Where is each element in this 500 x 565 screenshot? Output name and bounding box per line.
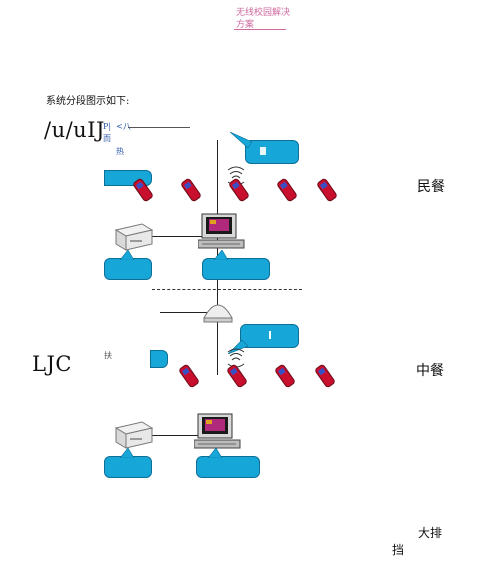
header-underline xyxy=(234,29,286,30)
router-link xyxy=(160,312,210,313)
ocr-fragment-mid-small: 扶 xyxy=(104,351,112,360)
printer-label-bubble xyxy=(104,456,152,478)
computer-label-bubble xyxy=(196,456,260,478)
bubble-pointer xyxy=(228,340,248,354)
bubble-pointer xyxy=(119,250,135,260)
handheld-terminal-icon xyxy=(276,178,297,202)
computer-icon xyxy=(197,212,246,254)
handheld-terminal-icon xyxy=(178,364,199,388)
router-icon xyxy=(202,298,234,328)
handheld-terminal-icon xyxy=(314,364,335,388)
ocr-fragment-top: /u/uIJ xyxy=(44,118,105,142)
handheld-terminal-icon xyxy=(274,364,295,388)
bubble-pointer xyxy=(213,250,229,260)
bubble-pointer xyxy=(119,448,135,458)
header-title: 无线校园解决 方案 xyxy=(236,7,290,31)
top-rule xyxy=(128,127,190,128)
bubble-pointer xyxy=(207,448,223,458)
computer-icon xyxy=(193,412,242,454)
handheld-terminal-icon xyxy=(180,178,201,202)
section-label-dinner-2: 挡 xyxy=(392,543,405,557)
handheld-terminal-icon xyxy=(226,364,247,388)
section-divider xyxy=(152,289,302,290)
printer-icon xyxy=(112,220,154,256)
printer-label-bubble xyxy=(104,258,152,280)
access-point-bubble-mid xyxy=(240,324,299,348)
ocr-fragment-small-3: 热 xyxy=(116,147,124,156)
printer-link-bottom xyxy=(152,435,210,436)
handheld-terminal-icon xyxy=(132,178,153,202)
ocr-fragment-mid: LJC xyxy=(32,352,72,376)
header-title-line1: 无线校园解决 xyxy=(236,8,291,18)
bubble-pointer-top xyxy=(230,132,252,148)
computer-label-bubble xyxy=(202,258,270,280)
header-title-line2: 方案 xyxy=(236,20,255,30)
intro-text: 系统分段图示如下: xyxy=(46,96,130,107)
ocr-fragment-small-2: 而 xyxy=(103,134,111,143)
handheld-terminal-icon xyxy=(316,178,337,202)
handheld-terminal-icon xyxy=(228,178,249,202)
ocr-fragment-small-1: P| <八 xyxy=(103,122,131,131)
section-label-lunch: 中餐 xyxy=(416,363,444,379)
handheld-bubble-mid xyxy=(150,350,168,368)
printer-link-top xyxy=(150,236,212,237)
access-point-bubble-top xyxy=(245,140,299,164)
printer-icon xyxy=(112,418,154,454)
section-label-breakfast: 民餐 xyxy=(417,179,445,195)
section-label-dinner-1: 大排 xyxy=(418,526,443,540)
